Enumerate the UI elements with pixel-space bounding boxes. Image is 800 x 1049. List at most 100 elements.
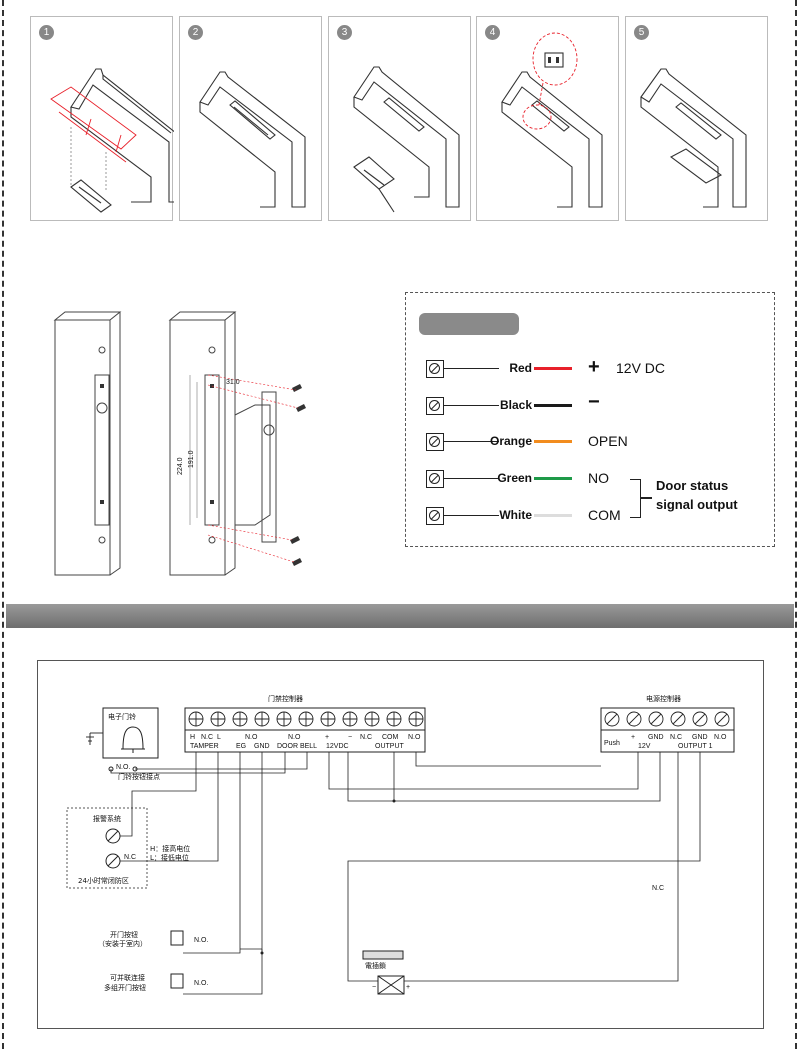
wire-color-label: Black <box>499 398 532 412</box>
alarm-l-note: L：接低电位 <box>150 853 189 862</box>
ctrl-label-tamper: TAMPER <box>190 743 219 750</box>
ctrl-label-com: COM <box>382 734 399 741</box>
psu-label-push: Push <box>604 740 620 747</box>
alarm-h-note: H：接高电位 <box>150 844 190 853</box>
lead-line <box>444 405 499 407</box>
wire-color-label: Red <box>509 361 532 375</box>
mounting-dimension-drawing: 31.0 224.0 191.0 <box>53 311 306 576</box>
doorbell-title: 电子门铃 <box>108 712 136 721</box>
ctrl-label-nc-out: N.C <box>360 734 372 741</box>
screw-terminal-icon <box>426 433 444 451</box>
door-status-line-1: Door status <box>656 478 729 493</box>
lock-minus: − <box>372 984 376 991</box>
exit-button-label-1: 开门按钮 <box>110 930 138 939</box>
ctrl-label-doorbell: DOOR BELL <box>277 743 317 750</box>
psu-label-gnd-out: GND <box>692 734 708 741</box>
exit-button-icon <box>170 930 184 946</box>
screw-terminal-icon <box>426 507 444 525</box>
doorbell-contact-label: 门铃按钮接点 <box>118 772 160 781</box>
lead-line <box>444 478 499 480</box>
ctrl-label-no-out: N.O <box>408 734 421 741</box>
step-number-badge: 1 <box>39 25 54 40</box>
wire-swatch-red <box>534 367 572 370</box>
wire-swatch-green <box>534 477 572 480</box>
lead-line <box>444 515 499 517</box>
ctrl-label-no-bell: N.O <box>288 734 301 741</box>
ctrl-label-eg: EG <box>236 743 246 750</box>
installation-step-4: 4 <box>476 16 619 221</box>
width-dimension: 31.0 <box>226 379 240 386</box>
section-divider-band <box>6 604 794 628</box>
alarm-system-box <box>66 807 148 889</box>
wire-row-red: Red + 12V DC <box>406 356 776 382</box>
step-3-drawing <box>353 66 460 213</box>
ctrl-label-output: OUTPUT <box>375 743 405 750</box>
left-dashed-border <box>2 0 4 1049</box>
lead-line <box>444 368 499 370</box>
wire-function: NO <box>588 470 609 486</box>
door-status-note: Door status signal output <box>656 476 738 514</box>
ctrl-label-h: H <box>190 734 195 741</box>
step-number-badge: 3 <box>337 25 352 40</box>
psu-label-output1: OUTPUT 1 <box>678 743 713 750</box>
ctrl-label-gnd: GND <box>254 743 270 750</box>
screw-terminal-icon <box>426 360 444 378</box>
bell-icon <box>121 726 145 753</box>
step-number-badge: 5 <box>634 25 649 40</box>
wire-row-black: Black − <box>406 391 776 419</box>
wire-row-white: White COM <box>406 507 776 529</box>
psu-label-nc: N.C <box>670 734 682 741</box>
wire-row-green: Green NO <box>406 470 776 492</box>
psu-label-12v: 12V <box>638 743 651 750</box>
wire-swatch-orange <box>534 440 572 443</box>
step-2-drawing <box>199 71 306 208</box>
inner-height-dimension: 191.0 <box>188 450 195 468</box>
plus-sign: + <box>588 356 600 378</box>
screw-terminal-icon <box>426 397 444 415</box>
exit-button-no: N.O. <box>194 937 208 944</box>
wire-swatch-black <box>534 404 572 407</box>
alarm-zone-label: 24小时常闭防区 <box>78 876 129 885</box>
installation-step-2: 2 <box>179 16 322 221</box>
psu-label-no: N.O <box>714 734 727 741</box>
step-number-badge: 4 <box>485 25 500 40</box>
wire-row-orange: Orange OPEN <box>406 433 776 455</box>
wire-function: OPEN <box>588 433 628 449</box>
screw-terminal-icon <box>426 470 444 488</box>
wire-color-label: Green <box>497 471 532 485</box>
wiring-schematic-frame: 门禁控制器 H N.C L N.O N.O + − N.C COM N.O TA… <box>37 660 764 1029</box>
psu-label-plus: + <box>631 734 635 741</box>
lock-body-icon <box>362 950 404 960</box>
installation-step-5: 5 <box>625 16 768 221</box>
ctrl-label-minus: − <box>348 734 352 741</box>
bracket-tick <box>640 497 652 499</box>
multi-button-icon <box>170 973 184 989</box>
wiring-legend-box: Red + 12V DC Black − Orange OPEN Green N… <box>405 292 775 547</box>
lead-line <box>444 441 499 443</box>
schematic-wires <box>110 752 701 995</box>
ctrl-label-plus: + <box>325 734 329 741</box>
step-number-badge: 2 <box>188 25 203 40</box>
step-5-drawing <box>640 68 747 208</box>
wire-swatch-white <box>534 514 572 517</box>
lock-title: 電插鎖 <box>365 961 386 970</box>
outer-height-dimension: 224.0 <box>177 457 184 475</box>
nc-wire-label: N.C <box>652 885 664 892</box>
ctrl-label-nc: N.C <box>201 734 213 741</box>
door-status-line-2: signal output <box>656 497 738 512</box>
door-status-bracket <box>630 479 641 518</box>
wire-color-label: White <box>499 508 532 522</box>
ctrl-label-12vdc: 12VDC <box>326 743 349 750</box>
multi-button-label-2: 多组开门按钮 <box>104 983 146 992</box>
psu-label-gnd: GND <box>648 734 664 741</box>
power-controller-title: 电源控制器 <box>646 694 681 703</box>
wire-function: 12V DC <box>616 360 666 376</box>
right-dashed-border <box>795 0 797 1049</box>
door-controller-title: 门禁控制器 <box>268 694 303 703</box>
minus-sign: − <box>588 391 600 413</box>
ctrl-label-no-eg: N.O <box>245 734 258 741</box>
installation-step-3: 3 <box>328 16 471 221</box>
wire-function: COM <box>588 507 621 523</box>
wire-color-label: Orange <box>489 434 532 448</box>
